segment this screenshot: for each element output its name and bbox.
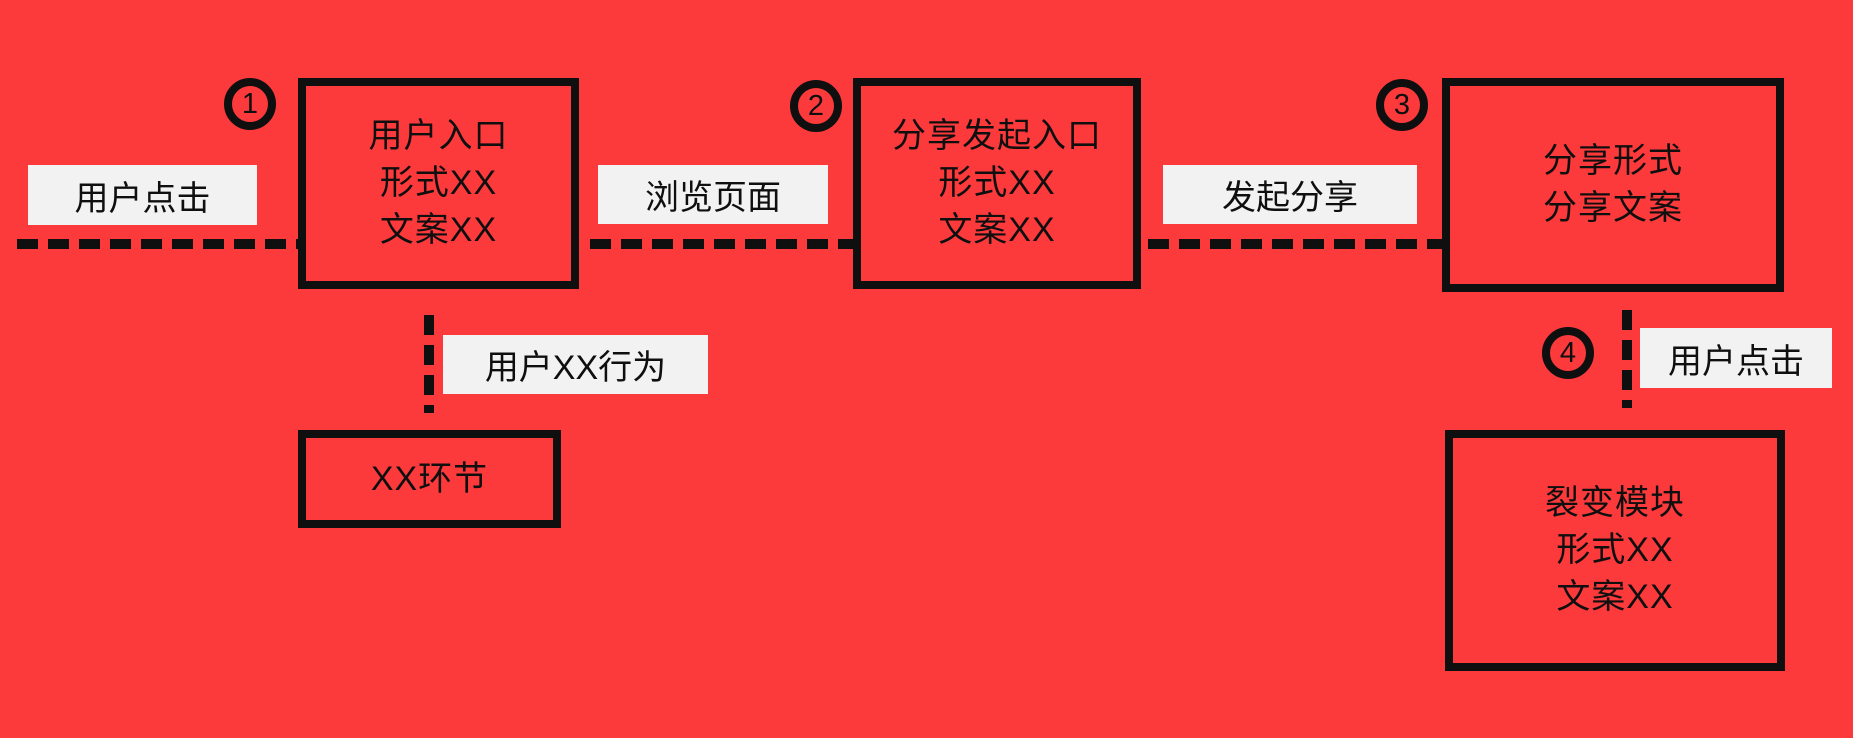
- node-fission-module: 裂变模块 形式XX 文案XX: [1445, 430, 1785, 671]
- dashed-connector-into-entry: [17, 239, 298, 249]
- edge-label-browse-page: 浏览页面: [598, 165, 828, 224]
- node-line: 分享发起入口: [892, 117, 1102, 155]
- node-line: XX环节: [370, 459, 489, 498]
- step-4-number: 4: [1559, 336, 1577, 369]
- node-line: 文案XX: [379, 211, 498, 249]
- step-1-badge: 1: [224, 78, 276, 130]
- dashed-connector-entry-to-share-start: [590, 239, 853, 249]
- node-share-start-entry: 分享发起入口 形式XX 文案XX: [853, 78, 1141, 289]
- edge-label-text: 用户XX行为: [484, 349, 667, 387]
- node-line: 分享文案: [1543, 189, 1683, 227]
- step-1-number: 1: [241, 87, 259, 120]
- step-3-number: 3: [1393, 88, 1411, 121]
- node-line: 形式XX: [1556, 531, 1674, 569]
- edge-label-text: 用户点击: [74, 179, 211, 218]
- node-line: 形式XX: [938, 164, 1056, 202]
- step-4-badge: 4: [1542, 327, 1594, 379]
- step-3-badge: 3: [1376, 79, 1428, 131]
- dashed-connector-share-start-to-share-form: [1148, 239, 1442, 249]
- dashed-connector-entry-to-xx-stage: [424, 315, 434, 413]
- node-line: 裂变模块: [1545, 484, 1685, 522]
- node-line: 形式XX: [379, 164, 498, 202]
- edge-label-text: 发起分享: [1222, 179, 1358, 217]
- edge-label-user-click-1: 用户点击: [28, 165, 257, 225]
- edge-label-user-xx-behavior: 用户XX行为: [443, 335, 708, 394]
- edge-label-text: 浏览页面: [645, 179, 781, 217]
- step-2-number: 2: [807, 89, 825, 122]
- node-xx-stage: XX环节: [298, 430, 561, 528]
- edge-label-user-click-2: 用户点击: [1640, 328, 1832, 388]
- node-line: 文案XX: [938, 211, 1056, 249]
- node-line: 文案XX: [1556, 578, 1674, 616]
- step-2-badge: 2: [790, 80, 842, 132]
- edge-label-text: 用户点击: [1668, 342, 1804, 381]
- node-line: 分享形式: [1543, 142, 1683, 180]
- dashed-connector-share-form-to-fission: [1622, 310, 1632, 408]
- node-user-entry: 用户入口 形式XX 文案XX: [298, 78, 579, 289]
- node-share-form: 分享形式 分享文案: [1442, 78, 1784, 292]
- edge-label-start-share: 发起分享: [1163, 165, 1417, 224]
- node-line: 用户入口: [368, 117, 509, 155]
